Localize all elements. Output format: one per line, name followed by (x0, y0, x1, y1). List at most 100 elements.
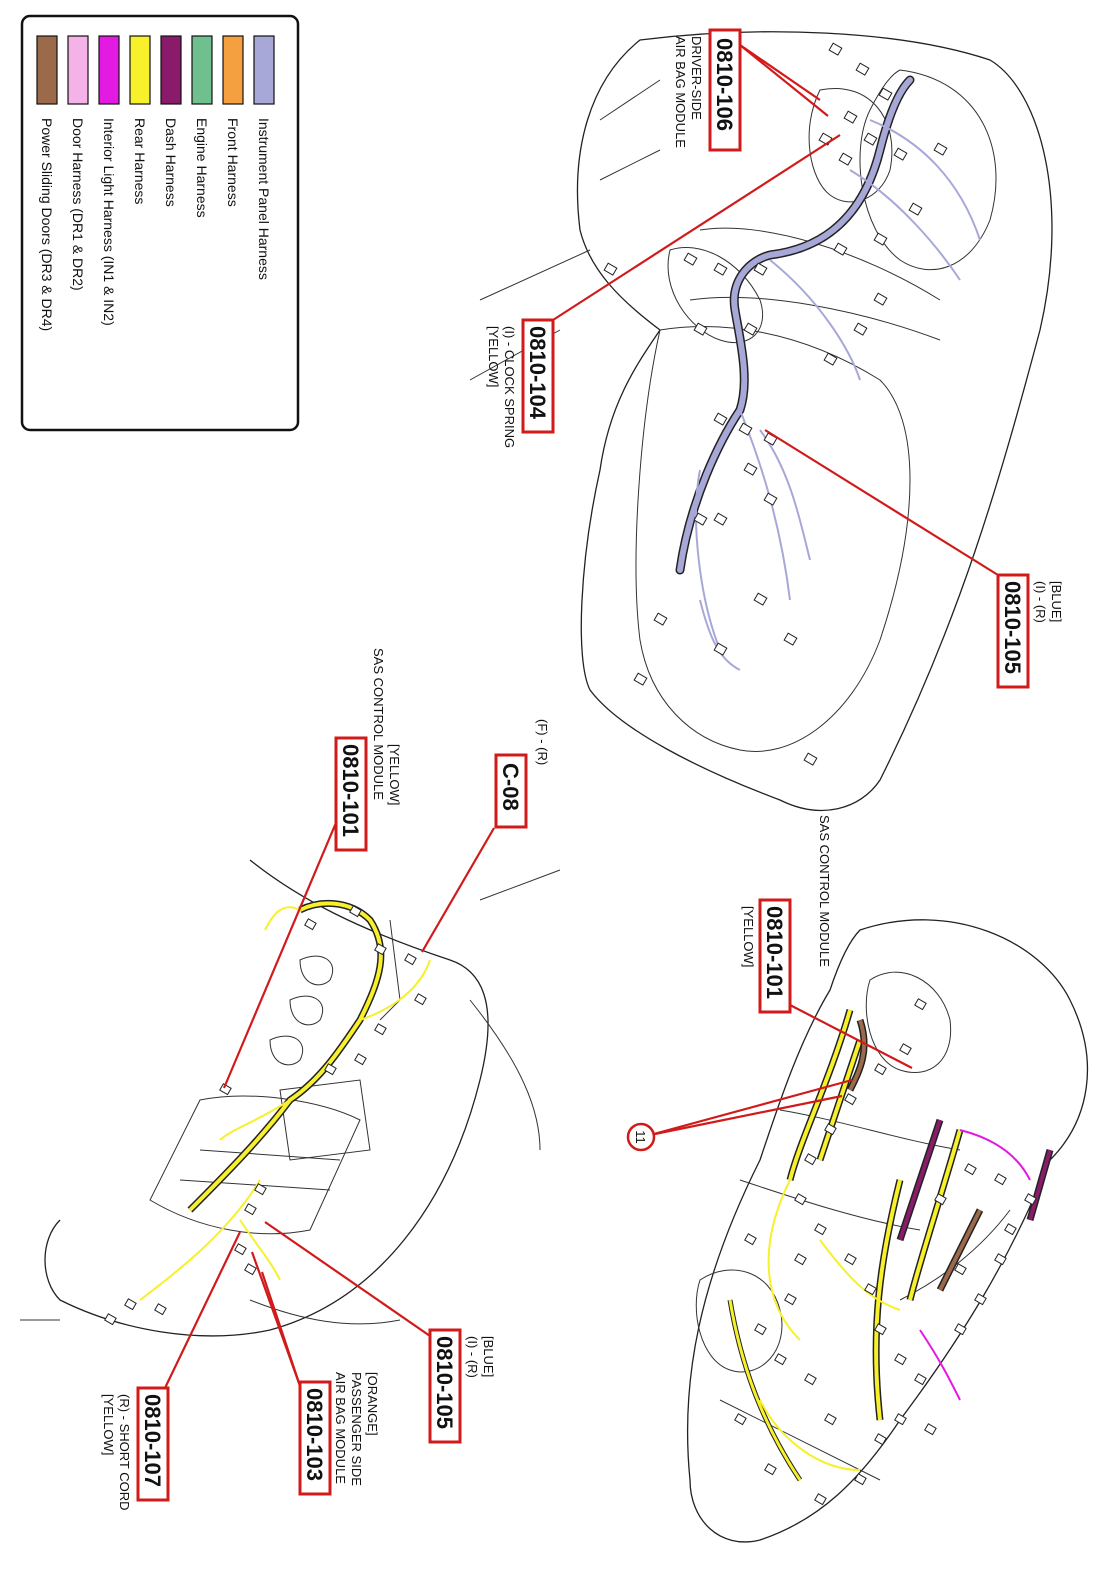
legend-swatch (36, 35, 58, 105)
callout-code: 0810-105 (432, 1336, 457, 1429)
connector-block (844, 1253, 857, 1266)
connector-block (828, 42, 843, 56)
callout-0810-105-top: 0810-105 [BLUE] (I) - (R) (996, 573, 1064, 689)
legend-label: Rear Harness (132, 118, 148, 204)
connector-block (653, 612, 668, 626)
connector-block (1024, 1193, 1037, 1206)
legend-swatch (253, 35, 275, 105)
connector-block (933, 142, 948, 156)
instrument-panel-view (469, 31, 1053, 812)
connector-block (873, 292, 888, 306)
connector-block (764, 1463, 777, 1476)
connector-block (374, 943, 387, 956)
connector-block (899, 1043, 912, 1056)
callout-line-1: [BLUE] (1049, 581, 1064, 622)
connector-block (924, 1423, 937, 1436)
connector-block (994, 1253, 1007, 1266)
connector-block (783, 632, 798, 646)
callout-0810-104: 0810-104 (I) - CLOCK SPRING [YELLOW] (486, 318, 555, 448)
connector-block (824, 1413, 837, 1426)
connector-block (763, 492, 778, 506)
connector-block (713, 412, 728, 426)
legend-label: Front Harness (225, 118, 241, 207)
legend-label: Interior Light Harness (IN1 & IN2) (101, 118, 117, 326)
callout-0810-101-left: 0810-101 [YELLOW] SAS CONTROL MODULE (334, 648, 402, 852)
connector-block (244, 1203, 257, 1216)
connector-block (974, 1293, 987, 1306)
callout-line-1: SAS CONTROL MODULE (817, 815, 832, 967)
callout-code: 0810-101 (762, 906, 787, 999)
connector-block (954, 1323, 967, 1336)
connector-block (843, 110, 858, 124)
connector-block (853, 322, 868, 336)
connector-block (794, 1253, 807, 1266)
callout-line-2: (I) - (R) (465, 1336, 480, 1378)
connector-block (1004, 1223, 1017, 1236)
callout-line-2: (I) - (R) (1033, 581, 1048, 623)
callout-code: 11 (633, 1130, 648, 1144)
connector-block (234, 1243, 247, 1256)
connector-block (633, 672, 648, 686)
legend-swatch (129, 35, 151, 105)
connector-block (824, 1123, 837, 1136)
callout-code: 0810-101 (338, 744, 363, 837)
connector-block (873, 232, 888, 246)
vehicle-view (686, 919, 1088, 1543)
connector-block (734, 1413, 747, 1426)
callout-11: 11 (626, 1122, 656, 1152)
connector-block (794, 1193, 807, 1206)
legend-swatch (160, 35, 182, 105)
connector-block (304, 918, 317, 931)
callout-line-1: DRIVER-SIDE (689, 36, 704, 120)
connector-block (404, 953, 417, 966)
connector-block (874, 1433, 887, 1446)
connector-block (814, 1493, 827, 1506)
connector-block (864, 1283, 877, 1296)
connector-block (838, 152, 853, 166)
callout-line-1: [BLUE] (481, 1336, 496, 1377)
callout-0810-105-bottom: 0810-105 [BLUE] (I) - (R) (428, 1328, 496, 1444)
callout-line-1: (I) - CLOCK SPRING (502, 326, 517, 448)
callout-code: 0810-105 (1000, 581, 1025, 674)
callout-0810-106: 0810-106 DRIVER-SIDE AIR BAG MODULE (673, 28, 742, 152)
connector-block (414, 993, 427, 1006)
callout-line-1: [YELLOW] (387, 744, 402, 805)
connector-block (964, 1163, 977, 1176)
callout-line-1: [ORANGE] (365, 1372, 380, 1436)
connector-block (743, 462, 758, 476)
connector-block (914, 998, 927, 1011)
console-view (20, 859, 561, 1337)
connector-block (244, 1263, 257, 1276)
legend-label: Door Harness (DR1 & DR2) (70, 118, 86, 291)
connector-block (803, 752, 818, 766)
connector-block (683, 252, 698, 266)
connector-block (784, 1293, 797, 1306)
connector-block (693, 512, 708, 526)
callout-line-2: SAS CONTROL MODULE (371, 648, 386, 800)
connector-block (693, 322, 708, 336)
connector-block (914, 1373, 927, 1386)
callout-code: C-08 (498, 763, 523, 811)
connector-block (844, 1093, 857, 1106)
connector-block (878, 87, 893, 101)
callout-c-08: C-08 (F) - (R) (494, 719, 550, 829)
connector-block (753, 592, 768, 606)
connector-block (934, 1193, 947, 1206)
connector-block (874, 1063, 887, 1076)
callout-leaders (164, 44, 999, 1389)
connector-block (753, 262, 768, 276)
connector-block (863, 132, 878, 146)
connector-block (374, 1023, 387, 1036)
connector-block (154, 1303, 167, 1316)
connector-block (349, 905, 362, 918)
connector-block (908, 202, 923, 216)
connector-block (804, 1153, 817, 1166)
legend-swatch (191, 35, 213, 105)
connector-block (124, 1298, 137, 1311)
connector-block (894, 1353, 907, 1366)
legend-label: Instrument Panel Harness (256, 118, 272, 280)
legend-swatch (98, 35, 120, 105)
callout-line-1: (F) - (R) (535, 719, 550, 765)
